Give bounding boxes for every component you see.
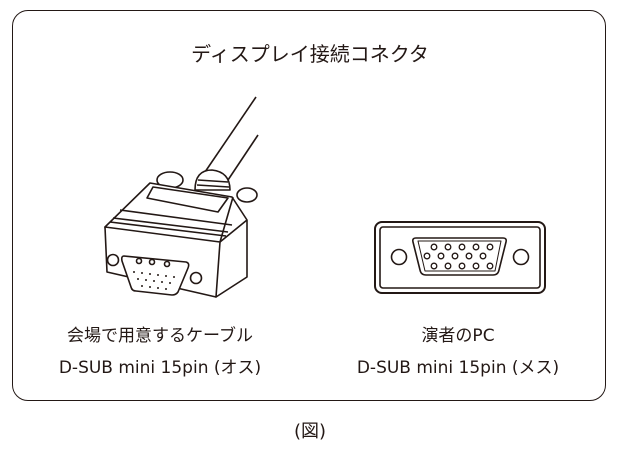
cable-label-line1: 会場で用意するケーブル <box>67 326 253 346</box>
diagram-frame <box>12 10 606 401</box>
pc-port-label-line2: D-SUB mini 15pin (メス) <box>356 358 560 378</box>
male-vga-cable-illustration <box>104 96 259 298</box>
cable-label: 会場で用意するケーブル D-SUB mini 15pin (オス) <box>10 320 310 384</box>
cable-label-line2: D-SUB mini 15pin (オス) <box>58 358 262 378</box>
diagram-title: ディスプレイ接続コネクタ <box>191 42 429 66</box>
figure-caption: (図) <box>293 421 327 442</box>
pc-port-label-line1: 演者のPC <box>421 326 495 346</box>
pc-port-label: 演者のPC D-SUB mini 15pin (メス) <box>308 320 608 384</box>
female-vga-port-illustration <box>374 221 546 294</box>
